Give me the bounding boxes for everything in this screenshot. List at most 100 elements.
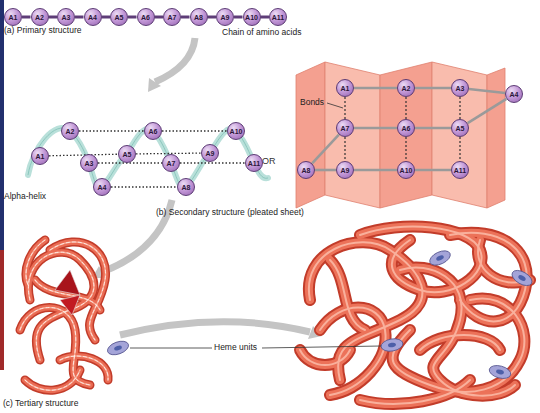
amino-acid-label: A7 <box>167 160 176 167</box>
sheet-panel <box>487 68 505 208</box>
backbone-link <box>469 89 505 93</box>
amino-acid-label: A3 <box>62 14 71 21</box>
amino-acid: A8 <box>190 8 208 26</box>
backbone-link <box>415 127 451 130</box>
amino-acid-label: A10 <box>400 167 413 174</box>
peptide-link <box>49 16 58 19</box>
hydrogen-bond <box>459 137 460 161</box>
heme-center <box>113 345 122 352</box>
heme-disk <box>488 363 512 380</box>
amino-acid-label: A10 <box>230 128 243 135</box>
amino-acid: A1 <box>336 79 354 97</box>
hydrogen-bond <box>98 162 162 163</box>
heme-disk <box>380 337 404 353</box>
heme-disk <box>427 248 452 268</box>
sheet-panel <box>432 62 487 208</box>
hydrogen-bond <box>405 97 406 119</box>
heme-center <box>517 274 526 282</box>
heme-center <box>388 342 397 348</box>
amino-acid: A10 <box>243 8 261 26</box>
edge-strip <box>0 250 4 370</box>
amino-acid: A4 <box>93 178 111 196</box>
amino-acid: A6 <box>144 122 162 140</box>
amino-acid-label: A11 <box>272 14 284 21</box>
heme-disk <box>106 339 131 358</box>
sheet-panel <box>380 62 432 208</box>
amino-acid: A4 <box>505 85 523 103</box>
leader-line <box>130 348 212 349</box>
part-caption: (c) Tertiary structure <box>3 399 78 408</box>
amino-acid: A11 <box>451 161 469 179</box>
amino-acid-label: A4 <box>88 14 97 21</box>
backbone-link <box>354 127 397 130</box>
edge-strip <box>0 0 4 250</box>
peptide-link <box>128 16 137 19</box>
peptide-link <box>181 16 190 19</box>
callout-label: Bonds <box>300 98 324 107</box>
hydrogen-bond <box>79 130 144 131</box>
amino-acid-label: A8 <box>194 14 203 21</box>
separator-word: OR <box>262 157 276 167</box>
amino-acid: A7 <box>162 154 180 172</box>
amino-acid: A11 <box>245 154 263 172</box>
amino-acid: A5 <box>451 119 469 137</box>
callout-label: Heme units <box>214 343 257 352</box>
amino-acid: A1 <box>31 147 49 165</box>
leader-line <box>262 346 381 348</box>
backbone-link <box>315 169 336 172</box>
heme-center <box>435 254 444 261</box>
amino-acid: A3 <box>57 8 75 26</box>
amino-acid-label: A3 <box>456 85 465 92</box>
amino-acid: A2 <box>61 122 79 140</box>
amino-acid-label: A6 <box>402 125 411 132</box>
hydrogen-bond <box>180 162 245 163</box>
amino-acid-label: A10 <box>245 14 258 21</box>
part-caption: (b) Secondary structure (pleated sheet) <box>156 208 304 217</box>
protein-tube-highlight <box>20 240 108 390</box>
amino-acid-label: A9 <box>206 150 215 157</box>
fold-shape <box>55 270 80 295</box>
amino-acid-label: A2 <box>35 14 44 21</box>
amino-acid: A5 <box>118 145 136 163</box>
hydrogen-bond <box>111 186 177 187</box>
amino-acid-label: A9 <box>341 167 350 174</box>
amino-acid-label: A7 <box>168 14 177 21</box>
amino-acid: A2 <box>397 79 415 97</box>
amino-acid-label: A11 <box>248 160 260 167</box>
amino-acid: A8 <box>297 161 315 179</box>
amino-acid: A4 <box>84 8 102 26</box>
amino-acid-label: A4 <box>510 91 519 98</box>
heme-disk <box>509 267 534 288</box>
arrow-head <box>148 78 161 92</box>
amino-acid: A9 <box>201 144 219 162</box>
sheet-panel <box>325 62 380 208</box>
pleated-sheet <box>296 62 505 208</box>
amino-acid-label: A8 <box>182 184 191 191</box>
amino-acid: A8 <box>177 178 195 196</box>
amino-acid: A7 <box>336 119 354 137</box>
amino-acid: A3 <box>80 154 98 172</box>
hydrogen-bond <box>344 137 345 161</box>
protein-tube <box>300 227 530 404</box>
amino-acid: A1 <box>4 8 22 26</box>
peptide-link <box>75 16 84 19</box>
part-caption: Alpha-helix <box>4 192 46 201</box>
amino-acid-label: A1 <box>9 14 18 21</box>
helix-hint <box>20 240 108 390</box>
sheet-panel <box>296 62 325 208</box>
peptide-link <box>208 16 217 19</box>
amino-acid: A2 <box>31 8 49 26</box>
heme-center <box>496 369 505 375</box>
hydrogen-bond <box>459 97 460 119</box>
protein-tube <box>20 240 108 390</box>
amino-acid: A3 <box>451 79 469 97</box>
heme-disk <box>380 337 404 353</box>
backbone-link <box>415 169 451 172</box>
hydrogen-bond <box>344 97 345 119</box>
heme-disk <box>509 267 534 288</box>
fold-shape <box>60 295 80 315</box>
